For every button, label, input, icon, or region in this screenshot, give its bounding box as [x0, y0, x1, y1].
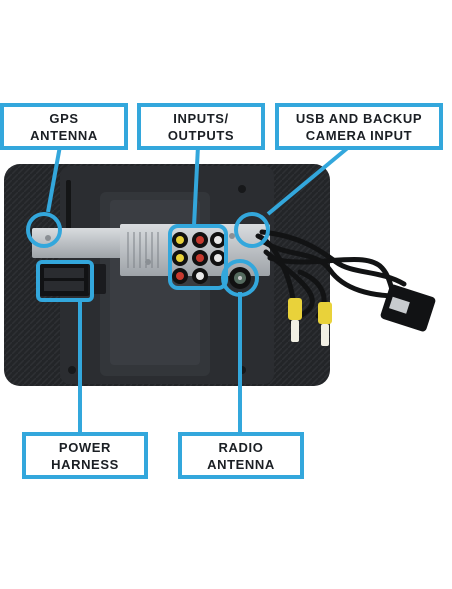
- callout-power-harness: POWER HARNESS: [22, 432, 148, 479]
- callout-gps-antenna: GPS ANTENNA: [0, 103, 128, 150]
- callout-inputs-outputs: INPUTS/ OUTPUTS: [137, 103, 265, 150]
- rca-jacks: [172, 232, 226, 284]
- callout-leaders: [46, 144, 352, 432]
- callout-circles: [26, 212, 270, 302]
- power-connector: [38, 262, 106, 296]
- callout-usb-backup-camera: USB AND BACKUP CAMERA INPUT: [275, 103, 443, 150]
- callout-radio-antenna: RADIO ANTENNA: [178, 432, 304, 479]
- usb-plug: [380, 284, 436, 332]
- camera-rca-plugs: [288, 298, 332, 346]
- radio-antenna-jack: [229, 267, 251, 289]
